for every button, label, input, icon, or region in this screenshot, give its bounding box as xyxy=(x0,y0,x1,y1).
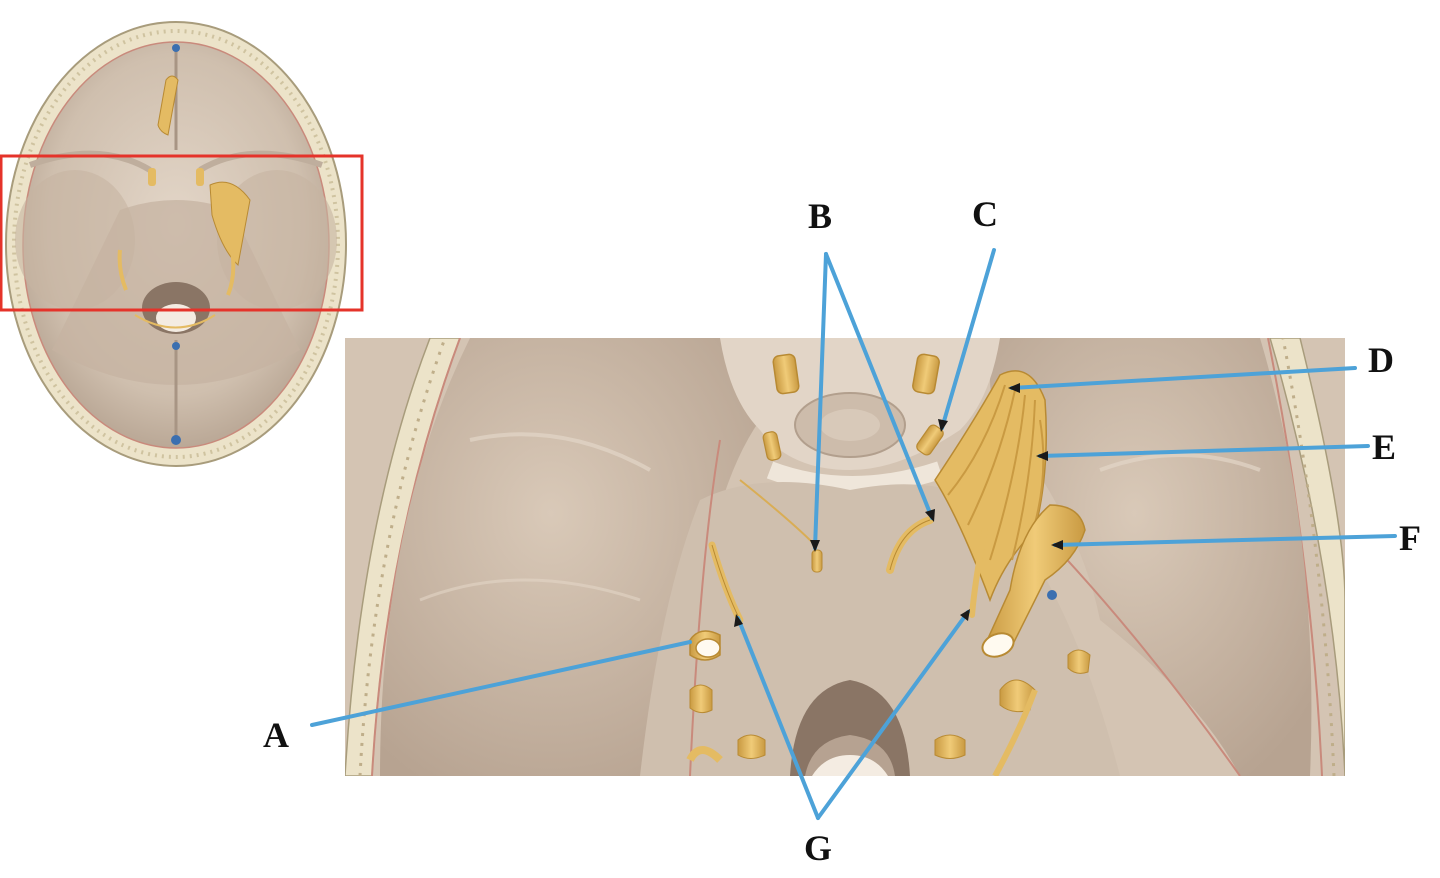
pointer-d xyxy=(1010,366,1357,390)
pointer-arrowheads xyxy=(734,383,1063,627)
label-a: A xyxy=(263,715,289,755)
pointer-b-2 xyxy=(824,252,934,520)
enlarged-middle-cranial-fossa xyxy=(345,338,1345,776)
pointer-a xyxy=(310,640,692,727)
pointer-b-1 xyxy=(813,252,828,550)
arrowhead-c xyxy=(938,419,948,432)
label-c: C xyxy=(972,194,998,234)
arrowhead-f xyxy=(1051,540,1063,550)
arrowhead-b-2 xyxy=(925,509,935,522)
label-b: B xyxy=(807,196,833,236)
label-f: F xyxy=(1399,518,1421,558)
inset-highlight-box xyxy=(0,154,364,312)
inset-skull-overview xyxy=(0,21,364,467)
pointer-e xyxy=(1038,444,1370,458)
arrowhead-g-1 xyxy=(734,614,743,627)
pointer-g-2 xyxy=(816,610,970,820)
arrowhead-g-2 xyxy=(960,609,970,621)
pointer-c xyxy=(940,248,996,430)
arrowhead-b-1 xyxy=(810,540,820,552)
arrowhead-e xyxy=(1036,451,1048,461)
pointer-g-1 xyxy=(736,616,820,820)
pointer-f xyxy=(1053,534,1397,547)
label-g: G xyxy=(803,828,833,868)
label-pointers xyxy=(310,248,1397,820)
arrowhead-d xyxy=(1008,383,1020,393)
label-d: D xyxy=(1368,340,1394,380)
label-e: E xyxy=(1371,427,1397,467)
